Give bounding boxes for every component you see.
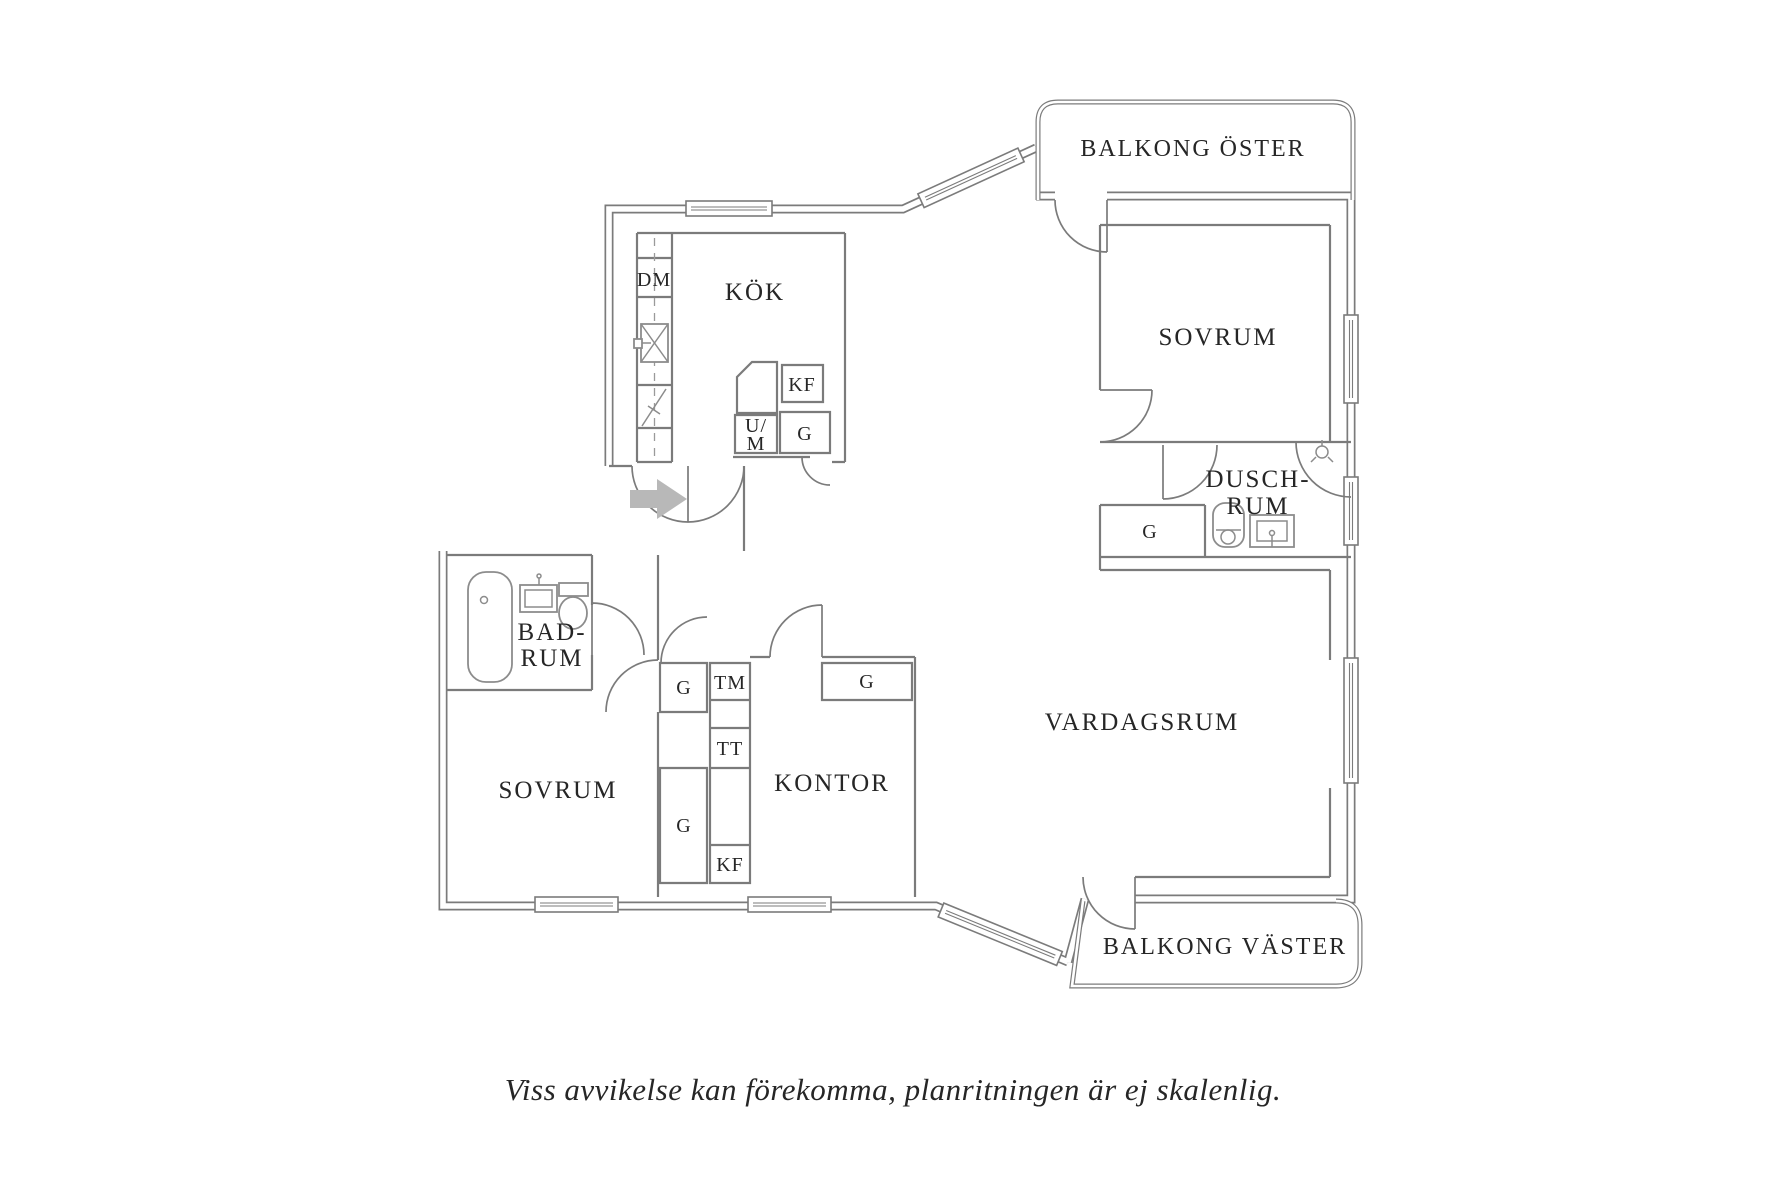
kf-kitchen-label: KF xyxy=(788,374,816,396)
balkong-vaster-door xyxy=(1082,876,1136,930)
sovrum-ne-window xyxy=(1343,314,1359,404)
kok-label: KÖK xyxy=(725,279,785,306)
sovrum-sw-window xyxy=(534,896,619,913)
tm-label: TM xyxy=(714,672,746,694)
kontor-window xyxy=(747,896,832,913)
g-hall-lower-label: G xyxy=(676,815,691,837)
g-kontor-label: G xyxy=(859,671,874,693)
um-label-line1: U/ xyxy=(745,415,767,437)
kitchen-closet-door xyxy=(801,456,831,486)
sovrum-sw-label: SOVRUM xyxy=(499,777,618,804)
kitchen-sink-icon xyxy=(633,323,669,363)
balcony-vaster-outline xyxy=(1069,898,1363,989)
balkong-vaster-label: BALKONG VÄSTER xyxy=(1103,934,1347,960)
g-kitchen-label: G xyxy=(797,423,812,445)
stove-icon xyxy=(641,388,667,427)
sovrum-ne-door xyxy=(1099,389,1153,443)
balkong-oster-door xyxy=(1054,199,1108,253)
shower-head-icon xyxy=(1310,440,1334,463)
kontor-door xyxy=(769,604,823,658)
sovrum-ne-label: SOVRUM xyxy=(1159,324,1278,351)
doors xyxy=(591,199,1352,930)
closet-upper-door xyxy=(660,616,708,664)
dm-label: DM xyxy=(637,269,671,291)
badrum-sink-icon xyxy=(519,573,558,613)
um-label-line2: M xyxy=(747,433,766,455)
tt-label: TT xyxy=(717,738,743,760)
balcony-oster-outline xyxy=(1035,99,1356,200)
g-hall-upper-label: G xyxy=(676,677,691,699)
g-duschrum-label: G xyxy=(1142,521,1157,543)
badrum-toilet-icon xyxy=(558,582,589,630)
southwest-diagonal-window xyxy=(937,902,1064,967)
duschrum-label-line2: RUM xyxy=(1227,493,1290,520)
dusch-sink-icon xyxy=(1249,514,1295,548)
disclaimer-caption: Viss avvikelse kan förekomma, planritnin… xyxy=(505,1072,1281,1107)
kitchen-window xyxy=(685,200,773,217)
entry-arrow-icon xyxy=(630,479,687,519)
badrum-label-line1: BAD- xyxy=(517,619,586,646)
northeast-diagonal-window xyxy=(916,147,1026,209)
vardagsrum-label: VARDAGSRUM xyxy=(1045,709,1240,736)
kontor-label: KONTOR xyxy=(774,770,890,797)
sovrum-sw-door xyxy=(605,659,659,713)
duschrum-door xyxy=(1162,444,1218,500)
duschrum-label-line1: DUSCH- xyxy=(1205,466,1310,493)
fixtures xyxy=(467,238,1334,683)
bathtub-icon xyxy=(467,571,513,683)
badrum-label-line2: RUM xyxy=(521,645,584,672)
labels: BALKONG ÖSTER KÖK SOVRUM DUSCH- RUM VARD… xyxy=(499,136,1347,1107)
balkong-oster-label: BALKONG ÖSTER xyxy=(1080,136,1305,162)
badrum-door xyxy=(591,602,645,656)
shower-corner-screen xyxy=(1295,441,1352,498)
interior-walls xyxy=(447,223,1351,897)
duschrum-window xyxy=(1343,476,1359,546)
vardagsrum-window xyxy=(1343,657,1359,784)
dusch-toilet-icon xyxy=(1212,502,1245,548)
windows xyxy=(534,147,1359,967)
kf-hall-label: KF xyxy=(716,854,744,876)
